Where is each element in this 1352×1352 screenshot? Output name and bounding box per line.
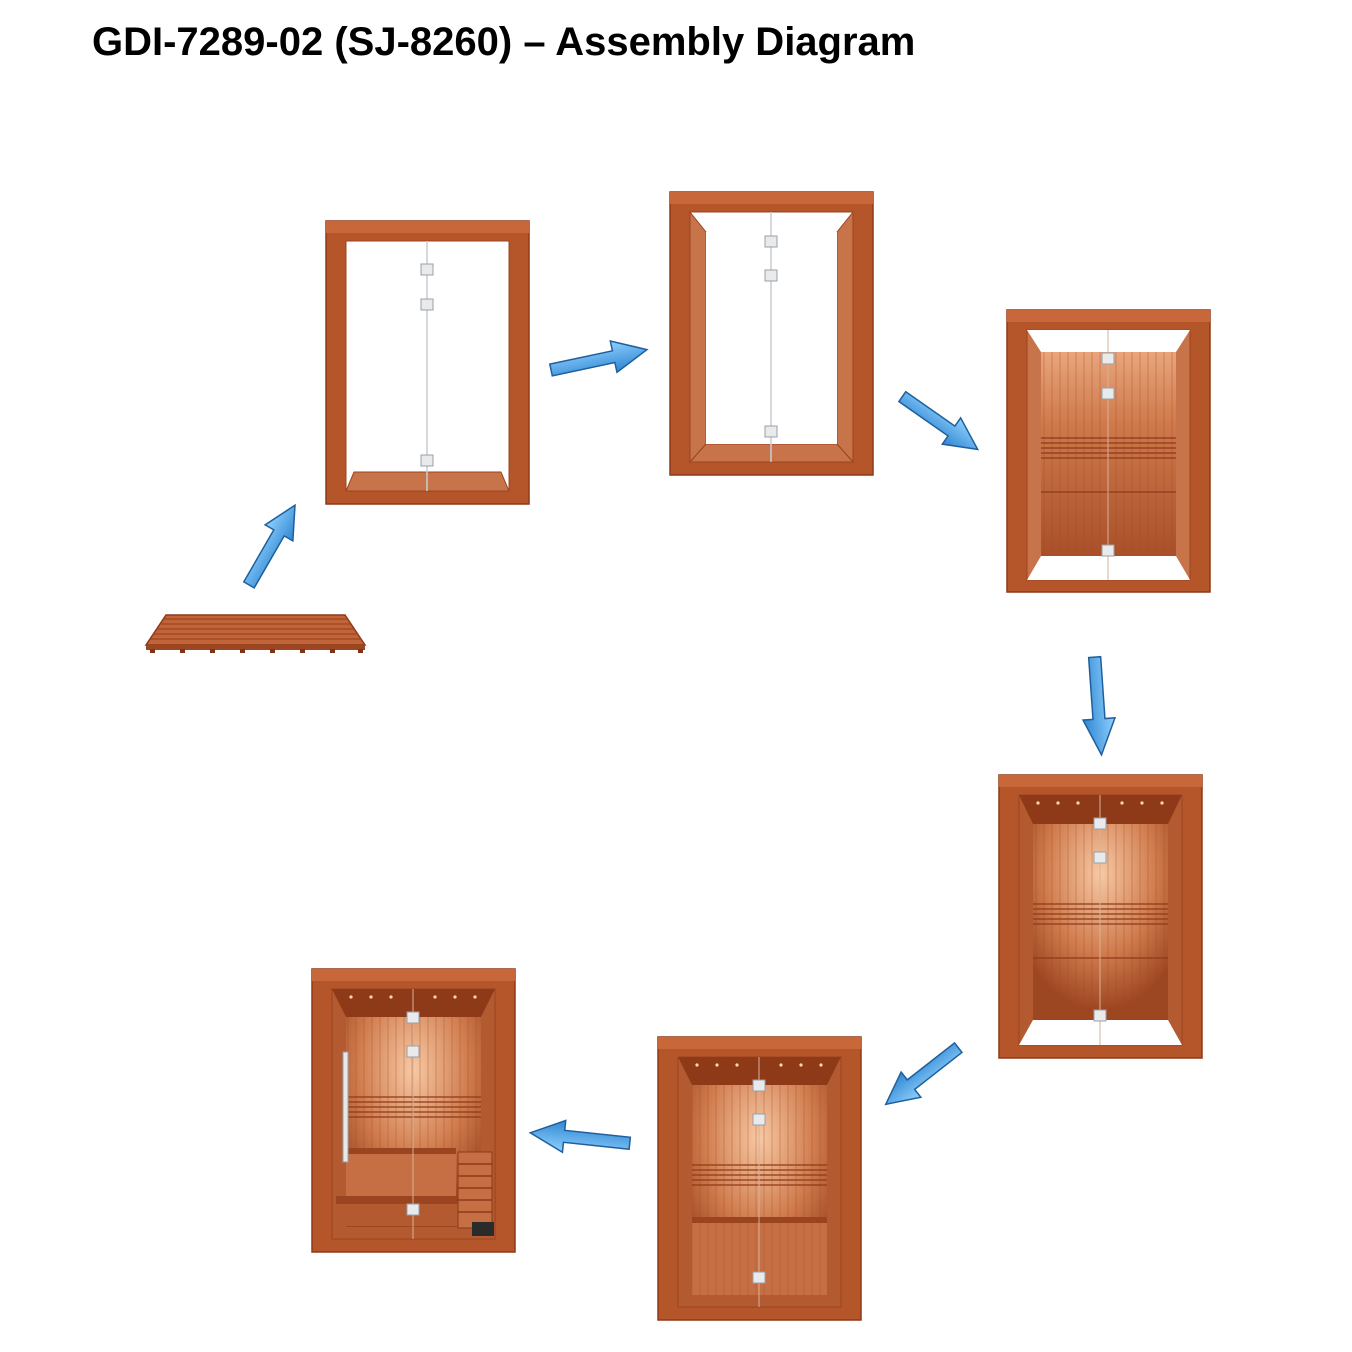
arrow-step2-to-step3 <box>548 340 649 377</box>
arrow-step1-to-step2 <box>242 503 296 589</box>
step-front-frame <box>325 220 530 505</box>
step-bench <box>657 1036 862 1321</box>
step-ceiling <box>998 774 1203 1059</box>
diagram-title: GDI-7289-02 (SJ-8260) – Assembly Diagram <box>92 20 916 64</box>
arrow-step3-to-step4 <box>897 390 980 451</box>
arrow-step6-to-step7 <box>528 1119 632 1154</box>
step-floor-panel <box>144 614 367 653</box>
step-back-wall <box>1006 309 1211 593</box>
arrow-step4-to-step5 <box>1081 655 1117 757</box>
step-complete-sauna <box>311 968 516 1253</box>
step-side-walls <box>669 191 874 476</box>
arrow-step5-to-step6 <box>884 1041 963 1106</box>
